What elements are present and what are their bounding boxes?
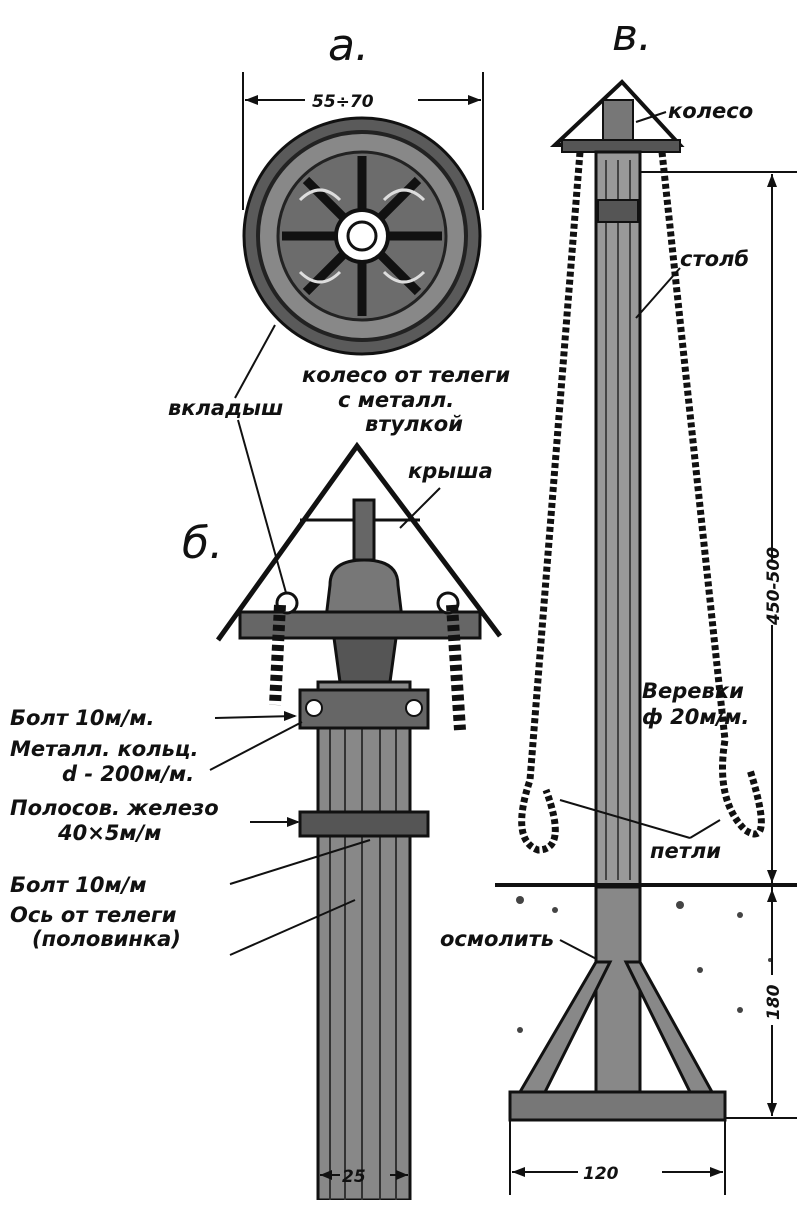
view-c-label: в. [612, 10, 652, 61]
ropes-label-1: Веревки [642, 679, 744, 703]
full-pole-base [508, 885, 727, 1122]
metal-ring-label-1: Металл. кольц. [10, 737, 198, 761]
full-ropes [518, 151, 765, 854]
strip-iron-label-1: Полосов. железо [10, 796, 219, 820]
metal-ring-label-2: d - 200м/м. [62, 762, 194, 786]
view-b-label: б. [182, 518, 223, 569]
osmolit-label: осмолить [440, 927, 554, 951]
bolt1-label: Болт 10м/м. [10, 706, 155, 730]
wheel-label-line2: с металл. [338, 388, 454, 412]
koleso-label: колесо [668, 99, 753, 123]
wheel-label-line1: колесо от телеги [302, 363, 510, 387]
axle-label-2: (половинка) [32, 927, 181, 951]
pole-width-dimension: 25 [317, 1160, 411, 1195]
full-pole [594, 150, 642, 889]
detail-pole [298, 680, 430, 1202]
detail-wheel-assembly [238, 498, 482, 684]
loops-label: петли [650, 839, 721, 863]
base-width-text: 120 [583, 1164, 619, 1184]
base-width-dimension: 120 [509, 1120, 726, 1195]
pole-width-text: 25 [342, 1167, 366, 1187]
wheel-diameter-text: 55÷70 [312, 92, 374, 112]
axle-label-1: Ось от телеги [10, 903, 177, 927]
bolt2-label: Болт 10м/м [10, 873, 147, 897]
pole-height-dimension: 450-500 [640, 171, 797, 883]
ground-depth-dimension: 180 [725, 887, 797, 1119]
wheel [242, 116, 482, 356]
strip-iron-label-2: 40×5м/м [57, 821, 161, 845]
detail-ropes [269, 604, 466, 731]
ropes-label-2: ф 20м/м. [642, 705, 749, 729]
stolb-label: столб [680, 247, 749, 271]
krysha-label: крыша [408, 459, 493, 483]
pole-height-text: 450-500 [764, 547, 784, 626]
wheel-label-line3: втулкой [365, 412, 463, 436]
view-a-label: a. [328, 20, 369, 71]
ground-depth-text: 180 [764, 984, 784, 1020]
full-roof [549, 79, 685, 153]
wheel-diameter-dimension: 55÷70 [242, 72, 484, 210]
vkladysh-label: вкладыш [168, 396, 283, 420]
